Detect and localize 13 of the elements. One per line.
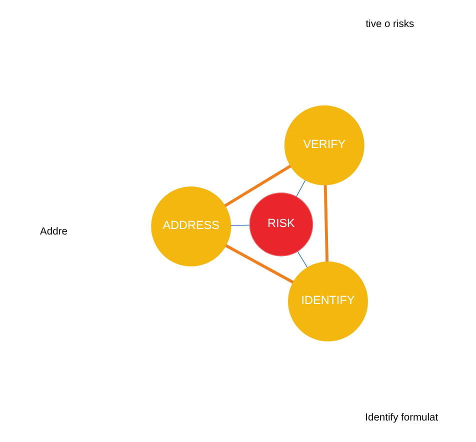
label: Addre: [40, 226, 67, 238]
connector: [296, 180, 306, 197]
label: Identify formulat: [364, 412, 438, 424]
connector: [323, 185, 328, 262]
label: tive o risks: [365, 19, 414, 30]
connector: [224, 244, 294, 284]
node-circle: ADDRESS: [150, 186, 231, 266]
connector: [230, 224, 250, 226]
connector: [224, 164, 291, 208]
node-circle: IDENTIFY: [288, 261, 368, 342]
node-circle: RISK: [248, 192, 313, 256]
connector: [296, 251, 308, 268]
node-circle: VERIFY: [284, 105, 364, 186]
